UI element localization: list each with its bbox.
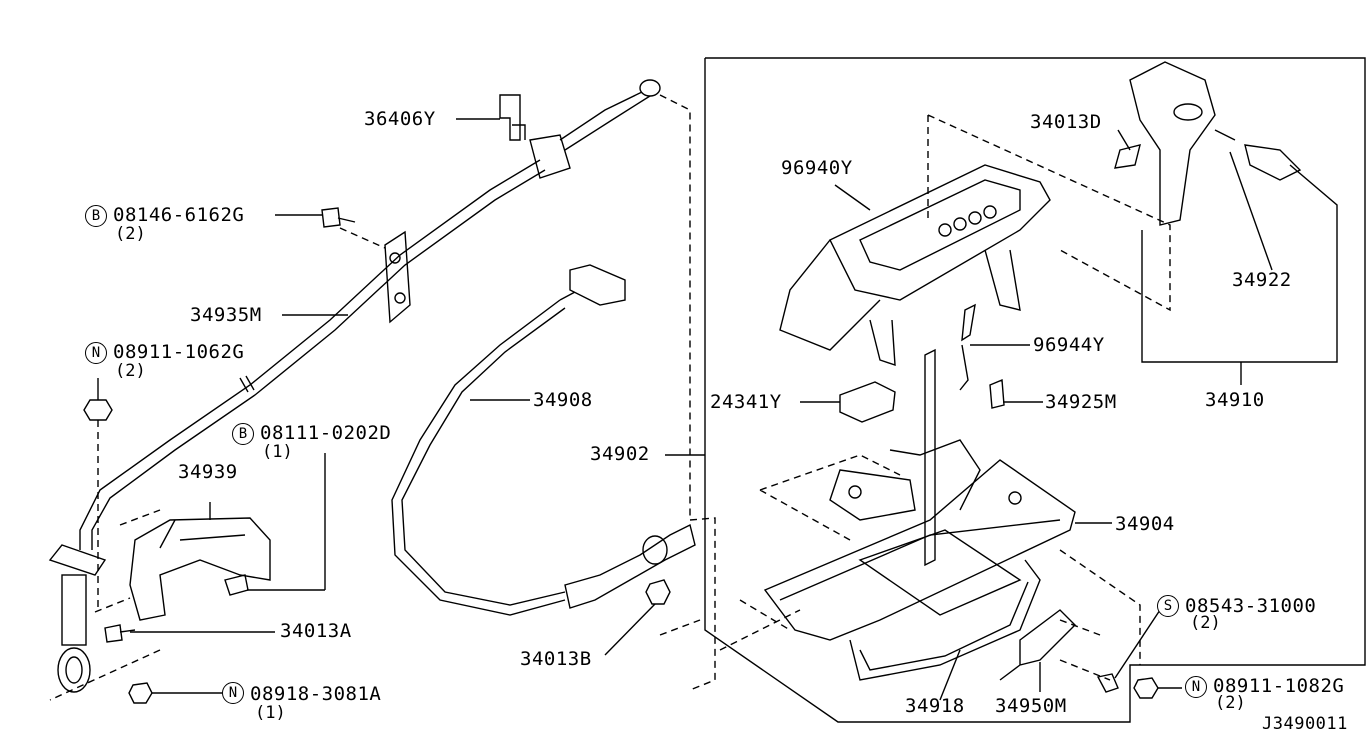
label-34013A[interactable]: 34013A	[280, 620, 352, 642]
bracket-34939	[129, 517, 271, 621]
label-08918-3081A[interactable]: 08918-3081A	[250, 683, 382, 705]
nut-type-circle: N	[85, 342, 107, 364]
label-34918[interactable]: 34918	[905, 695, 965, 717]
harness-34908	[391, 264, 696, 616]
guide-34918	[849, 559, 1041, 681]
diagram-reference: J3490011	[1262, 714, 1348, 734]
label-34935M[interactable]: 34935M	[190, 304, 262, 326]
label-34013B[interactable]: 34013B	[520, 648, 592, 670]
label-08543-31000[interactable]: 08543-31000	[1185, 595, 1317, 617]
screw-type-circle: S	[1157, 595, 1179, 617]
label-24341Y[interactable]: 24341Y	[710, 391, 782, 413]
label-36406Y[interactable]: 36406Y	[364, 108, 436, 130]
qty-08911-1062G: (2)	[115, 361, 146, 381]
label-08111-0202D[interactable]: 08111-0202D	[260, 422, 392, 444]
switch-34950M	[999, 609, 1076, 681]
label-96944Y[interactable]: 96944Y	[1033, 334, 1105, 356]
label-34910[interactable]: 34910	[1205, 389, 1265, 411]
label-34904[interactable]: 34904	[1115, 513, 1175, 535]
label-34939[interactable]: 34939	[178, 461, 238, 483]
bolt-type-circle: B	[85, 205, 107, 227]
qty-08111: (1)	[262, 442, 293, 462]
label-08146-6162G[interactable]: 08146-6162G	[113, 204, 245, 226]
nut-type-circle: N	[1185, 676, 1207, 698]
cable-bracket-plate	[384, 230, 411, 324]
indicator-cover	[779, 164, 1051, 366]
label-08911-1082G[interactable]: 08911-1082G	[1213, 675, 1345, 697]
nut-08911-1062G	[83, 399, 113, 421]
shift-rod	[924, 348, 936, 567]
knob-bracket	[1141, 164, 1338, 363]
block-24341Y	[839, 381, 896, 423]
selector-cable	[48, 79, 661, 693]
base-34904	[763, 439, 1076, 641]
label-08911-1062G[interactable]: 08911-1062G	[113, 341, 245, 363]
bolt-type-circle: B	[232, 423, 254, 445]
knob-34910	[1114, 61, 1302, 226]
qty-08146: (2)	[115, 224, 146, 244]
label-96940Y[interactable]: 96940Y	[781, 157, 853, 179]
label-34013D[interactable]: 34013D	[1030, 111, 1102, 133]
nut-type-circle: N	[222, 682, 244, 704]
qty-08543: (2)	[1190, 613, 1221, 633]
assembly-boundary	[704, 57, 1366, 723]
qty-08918: (1)	[255, 703, 286, 723]
label-34908[interactable]: 34908	[533, 389, 593, 411]
label-34922[interactable]: 34922	[1232, 269, 1292, 291]
leader-lines	[97, 118, 1273, 701]
clip-36406Y	[499, 94, 526, 141]
label-34902[interactable]: 34902	[590, 443, 650, 465]
label-34925M[interactable]: 34925M	[1045, 391, 1117, 413]
qty-08911-1082G: (2)	[1215, 693, 1246, 713]
label-34950M[interactable]: 34950M	[995, 695, 1067, 717]
